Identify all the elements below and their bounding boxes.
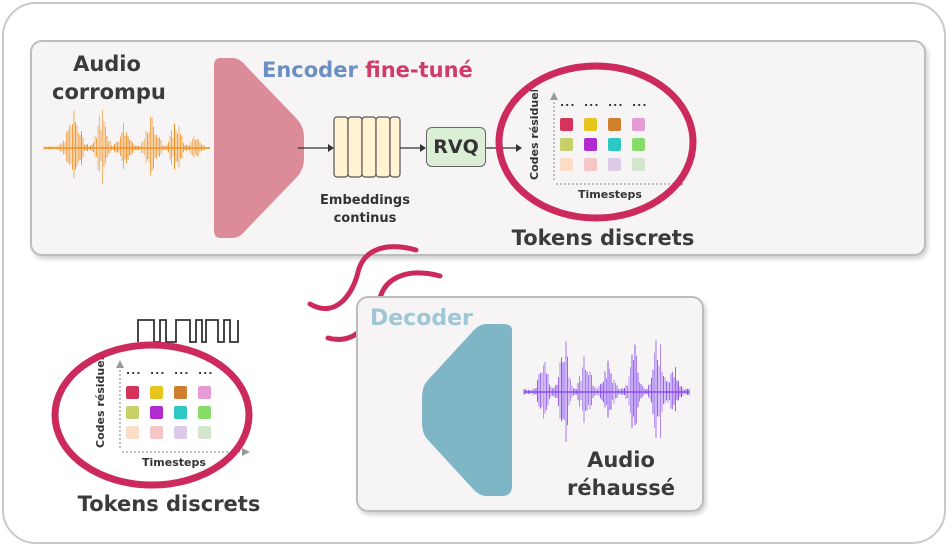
input-audio-label: Audio corrompu bbox=[52, 52, 166, 104]
token-cell bbox=[632, 158, 645, 171]
square-wave-icon bbox=[137, 319, 239, 343]
token-cell bbox=[608, 138, 621, 151]
embeddings-block bbox=[333, 116, 401, 178]
token-cell bbox=[126, 386, 139, 399]
ellipsis-1: ... bbox=[126, 364, 142, 377]
ellipsis-1: ... bbox=[560, 96, 576, 109]
token-cell bbox=[150, 426, 163, 439]
token-cell bbox=[150, 406, 163, 419]
decoder-label: Decoder bbox=[370, 306, 473, 331]
arrow-encoder-embeddings bbox=[298, 144, 334, 152]
token-cell bbox=[126, 406, 139, 419]
encoder-suffix: fine-tuné bbox=[365, 58, 473, 82]
token-cell bbox=[174, 386, 187, 399]
ellipsis-2: ... bbox=[584, 96, 600, 109]
token-cell bbox=[198, 406, 211, 419]
encoder-tokens-label: Tokens discrets bbox=[511, 226, 695, 250]
token-cell bbox=[632, 118, 645, 131]
output-waveform bbox=[523, 340, 690, 442]
rvq-label: RVQ bbox=[433, 136, 479, 158]
time-axis-arrow bbox=[122, 448, 250, 456]
decoder-token-grid: Codes résiduels Timesteps ... ... ... ..… bbox=[86, 358, 256, 470]
codes-axis-arrow bbox=[116, 360, 124, 448]
input-waveform bbox=[43, 110, 210, 185]
decoder-tokens-label: Tokens discrets bbox=[77, 492, 261, 516]
token-cell bbox=[632, 138, 645, 151]
token-cell bbox=[584, 118, 597, 131]
token-cell bbox=[198, 426, 211, 439]
arrow-embeddings-rvq bbox=[400, 144, 426, 152]
ellipsis-3: ... bbox=[608, 96, 624, 109]
token-cell bbox=[560, 138, 573, 151]
time-axis-label: Timesteps bbox=[578, 188, 642, 201]
encoder-word: Encoder bbox=[262, 58, 358, 82]
rvq-box: RVQ bbox=[426, 127, 486, 167]
decoder-shape bbox=[422, 324, 512, 496]
token-cell bbox=[174, 406, 187, 419]
left-tokens-highlight-ring bbox=[51, 341, 253, 489]
token-cell bbox=[560, 118, 573, 131]
token-cell bbox=[584, 138, 597, 151]
token-cell bbox=[608, 118, 621, 131]
decoder-panel bbox=[356, 296, 704, 512]
token-cell bbox=[150, 386, 163, 399]
tokens-highlight-ring bbox=[495, 62, 697, 222]
token-cell bbox=[584, 158, 597, 171]
token-cell bbox=[126, 426, 139, 439]
token-cell bbox=[198, 386, 211, 399]
codes-axis-arrow bbox=[550, 92, 558, 180]
encoder-token-grid: Codes résiduels Timesteps ... ... ... ..… bbox=[520, 90, 690, 202]
ellipsis-3: ... bbox=[174, 364, 190, 377]
encoder-title: Encoder fine-tuné bbox=[262, 58, 473, 82]
ellipsis-2: ... bbox=[150, 364, 166, 377]
embeddings-label: Embeddings continus bbox=[320, 193, 410, 226]
token-cell bbox=[560, 158, 573, 171]
time-axis-label: Timesteps bbox=[142, 456, 206, 469]
ellipsis-4: ... bbox=[632, 96, 648, 109]
ellipsis-4: ... bbox=[198, 364, 214, 377]
token-cell bbox=[608, 158, 621, 171]
output-audio-label: Audio réhaussé bbox=[567, 448, 675, 500]
token-cell bbox=[174, 426, 187, 439]
encoder-shape bbox=[214, 58, 304, 238]
